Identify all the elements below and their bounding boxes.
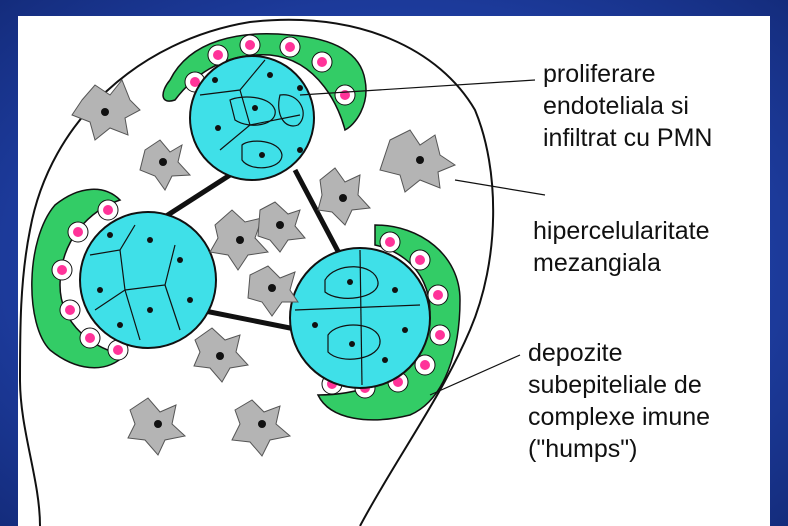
label-mesangial-hypercellularity: hipercelularitate mezangiala: [533, 215, 710, 279]
capillary-loop-right: [290, 248, 430, 388]
capillary-loop-top: [190, 56, 314, 180]
label-subepithelial-deposits: depozite subepiteliale de complexe imune…: [528, 337, 710, 465]
capillary-loop-left: [80, 212, 216, 348]
label-endothelial-proliferation: proliferare endoteliala si infiltrat cu …: [543, 58, 712, 154]
